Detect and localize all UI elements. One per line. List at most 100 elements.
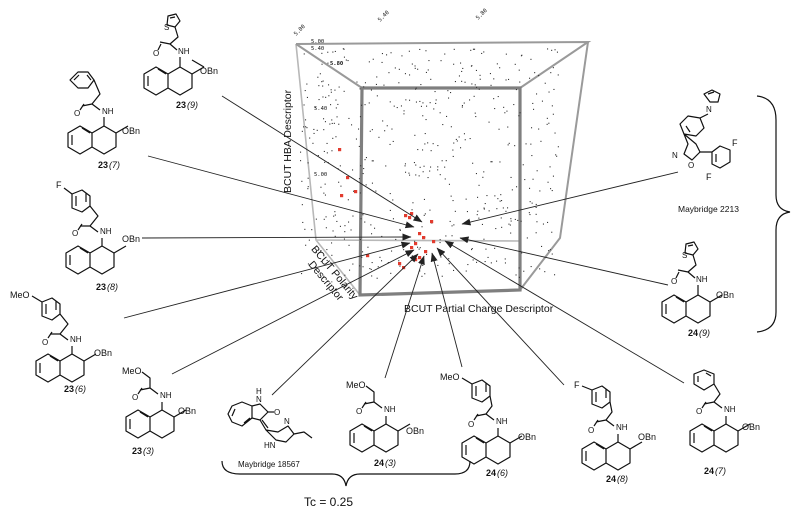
library-point xyxy=(519,81,521,83)
library-point xyxy=(332,230,334,232)
library-point xyxy=(334,89,336,91)
arrow-23-9 xyxy=(221,95,423,223)
library-point xyxy=(326,249,328,251)
active-point xyxy=(340,194,344,198)
library-point xyxy=(408,50,410,52)
library-point xyxy=(547,48,549,50)
library-point xyxy=(409,74,411,76)
library-point xyxy=(398,82,400,84)
library-point xyxy=(497,198,499,200)
library-point xyxy=(371,233,373,235)
library-point xyxy=(539,268,541,270)
library-point xyxy=(530,58,532,60)
library-point xyxy=(549,166,551,168)
library-point xyxy=(549,249,551,251)
library-point xyxy=(471,249,473,251)
library-point xyxy=(375,190,377,192)
obn-label: OBn xyxy=(122,126,140,136)
library-point xyxy=(321,81,323,83)
library-point xyxy=(336,220,338,222)
library-point xyxy=(323,129,325,131)
library-point xyxy=(551,105,553,107)
fluoro-label: F xyxy=(56,180,62,190)
library-point xyxy=(453,48,455,50)
library-point xyxy=(422,171,424,173)
carbonyl-o: O xyxy=(72,229,78,238)
library-point xyxy=(392,199,394,201)
library-point xyxy=(479,78,481,80)
active-point xyxy=(346,176,350,180)
library-point xyxy=(469,99,471,101)
library-point xyxy=(466,211,468,213)
library-point xyxy=(405,99,407,101)
library-point xyxy=(493,98,495,100)
library-point xyxy=(307,177,309,179)
compound-maybridge-18567: H N O N HN Maybridge 18567 xyxy=(227,387,313,469)
tick-label: 5.80 xyxy=(475,8,489,22)
library-point xyxy=(307,162,309,164)
obn-label: OBn xyxy=(742,422,760,432)
library-point xyxy=(301,204,303,206)
library-point xyxy=(471,83,473,85)
library-point xyxy=(502,207,504,209)
library-point xyxy=(444,53,446,55)
library-point xyxy=(427,177,429,179)
library-point xyxy=(551,253,553,255)
carbonyl-o: O xyxy=(468,420,474,429)
library-point xyxy=(513,104,515,106)
library-point xyxy=(552,67,554,69)
amide-nh: NH xyxy=(696,275,708,284)
obn-label: OBn xyxy=(178,406,196,416)
library-point xyxy=(419,48,421,50)
library-point xyxy=(444,166,446,168)
library-point xyxy=(464,139,466,141)
library-point xyxy=(481,223,483,225)
library-point xyxy=(423,165,425,167)
library-point xyxy=(412,202,414,204)
library-point xyxy=(335,99,337,101)
library-point xyxy=(359,192,361,194)
compound-23-3: MeO O NH OBn 23 (3) xyxy=(122,366,196,456)
library-point xyxy=(554,132,556,134)
arrow-24-8 xyxy=(436,247,565,386)
library-point xyxy=(311,229,313,231)
active-point xyxy=(418,256,422,260)
maybridge-2213-label: Maybridge 2213 xyxy=(678,204,739,214)
library-point xyxy=(362,251,364,253)
library-point xyxy=(546,123,548,125)
library-point xyxy=(532,102,534,104)
library-point xyxy=(351,124,353,126)
library-point xyxy=(415,174,417,176)
arrow-24-7 xyxy=(444,240,685,384)
library-point xyxy=(305,126,307,128)
library-point xyxy=(483,51,485,53)
compound-number: 23 xyxy=(132,446,142,456)
library-point xyxy=(331,242,333,244)
library-point xyxy=(462,67,464,69)
library-point xyxy=(386,54,388,56)
library-point xyxy=(463,102,465,104)
carbonyl-o: O xyxy=(356,407,362,416)
library-point xyxy=(308,239,310,241)
library-point xyxy=(323,275,325,277)
library-point xyxy=(458,75,460,77)
library-point xyxy=(540,140,542,142)
library-point xyxy=(334,235,336,237)
library-point xyxy=(411,209,413,211)
library-point xyxy=(332,137,334,139)
library-point xyxy=(419,166,421,168)
methoxy-label: MeO xyxy=(10,290,30,300)
library-point xyxy=(363,168,365,170)
library-point xyxy=(307,188,309,190)
library-point xyxy=(327,51,329,53)
library-point xyxy=(376,95,378,97)
library-point xyxy=(390,272,392,274)
active-point xyxy=(430,220,434,224)
library-point xyxy=(305,244,307,246)
arrow-24-3 xyxy=(384,255,425,379)
library-point xyxy=(371,275,373,277)
obn-label: OBn xyxy=(638,432,656,442)
library-point xyxy=(429,209,431,211)
compound-sub: (6) xyxy=(497,468,508,478)
library-point xyxy=(356,81,358,83)
